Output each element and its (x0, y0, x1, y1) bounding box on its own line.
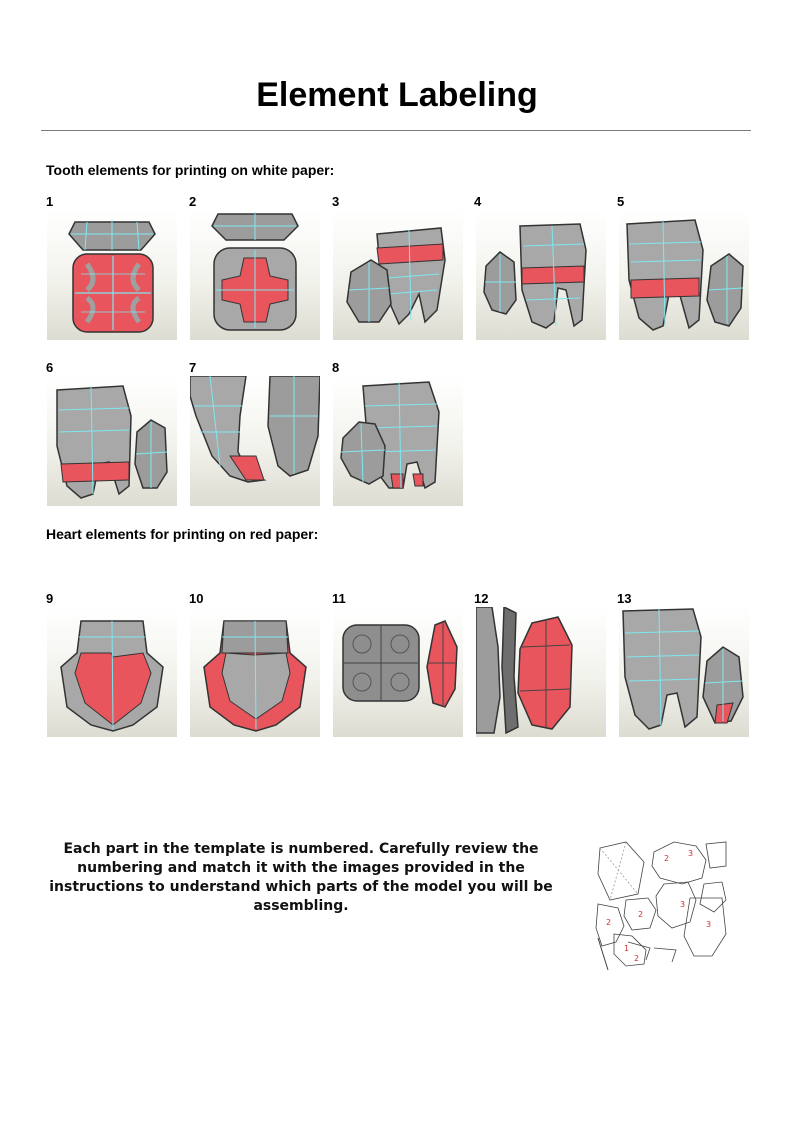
part-image-12 (476, 607, 606, 737)
part-image-9 (47, 607, 177, 737)
template-label: 2 (634, 954, 640, 963)
part-image-10 (190, 607, 320, 737)
tile-number: 5 (617, 194, 625, 209)
tooth-section-heading: Tooth elements for printing on white pap… (46, 162, 335, 178)
numbering-instructions: Each part in the template is numbered. C… (49, 841, 553, 914)
part-image-7 (190, 376, 320, 506)
tile-number: 6 (46, 360, 54, 375)
tile-number: 3 (332, 194, 340, 209)
tile-number: 11 (332, 591, 346, 606)
template-label: 2 (606, 918, 612, 927)
page-title: Element Labeling (256, 76, 538, 114)
tile-number: 2 (189, 194, 197, 209)
template-label: 1 (624, 944, 630, 953)
tile-number: 10 (189, 591, 204, 606)
tile-number: 8 (332, 360, 340, 375)
tile-number: 4 (474, 194, 482, 209)
part-image-1 (47, 210, 177, 340)
tile-number: 12 (474, 591, 489, 606)
part-image-11 (333, 607, 463, 737)
template-preview: 3 2 3 2 3 2 1 2 (594, 838, 728, 974)
template-label: 3 (706, 920, 712, 929)
heart-section-heading: Heart elements for printing on red paper… (46, 526, 319, 542)
part-image-4 (476, 210, 606, 340)
part-image-8 (333, 376, 463, 506)
tile-number: 1 (46, 194, 54, 209)
tile-number: 13 (617, 591, 632, 606)
title-divider (41, 130, 751, 131)
template-label: 3 (680, 900, 686, 909)
template-label: 2 (638, 910, 644, 919)
template-label: 3 (688, 849, 694, 858)
part-image-13 (619, 607, 749, 737)
part-image-6 (47, 376, 177, 506)
tile-number: 7 (189, 360, 197, 375)
part-image-3 (333, 210, 463, 340)
template-label: 2 (664, 854, 670, 863)
part-image-2 (190, 210, 320, 340)
part-image-5 (619, 210, 749, 340)
tile-number: 9 (46, 591, 54, 606)
